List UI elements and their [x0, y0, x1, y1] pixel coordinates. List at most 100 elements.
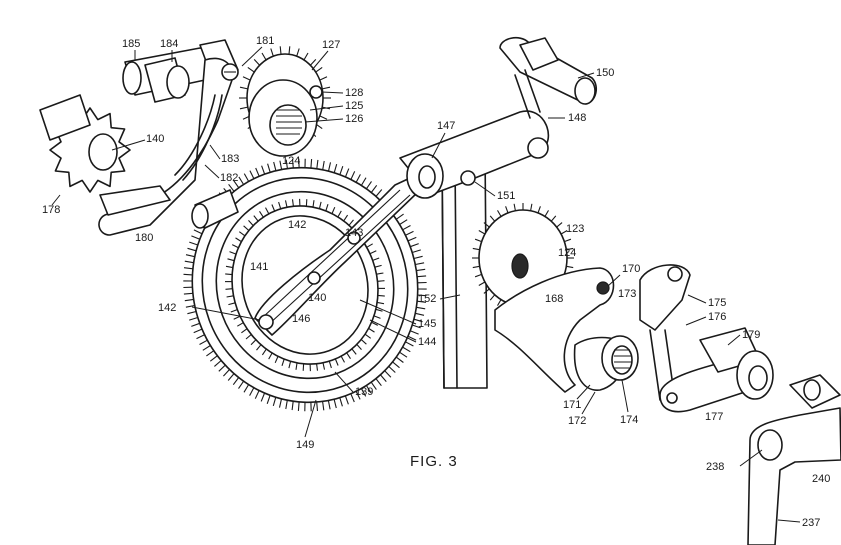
label-123: 123 — [566, 223, 584, 235]
gear-tooth — [235, 237, 242, 243]
gear-tooth — [319, 115, 328, 120]
label-238: 238 — [706, 461, 724, 473]
gear-tooth — [184, 298, 194, 302]
gear-tooth — [483, 288, 490, 294]
leader-lines — [51, 46, 801, 523]
gear-tooth — [202, 345, 211, 351]
label-149: 149 — [296, 439, 314, 451]
gear-tooth — [228, 183, 235, 192]
gear-tooth — [310, 159, 313, 169]
label-172: 172 — [568, 415, 586, 427]
gear-tooth — [413, 318, 423, 323]
gear-tooth — [316, 401, 319, 412]
label-140-top: 140 — [146, 133, 164, 145]
gear-tooth — [228, 302, 236, 306]
gear-tooth — [281, 358, 285, 366]
gear-tooth — [410, 243, 419, 248]
gear-tooth — [242, 76, 251, 81]
gear-tooth — [271, 204, 276, 212]
gear-tooth — [245, 334, 252, 340]
gear-tooth — [413, 255, 423, 260]
gear-tooth — [278, 398, 283, 408]
gear-tooth — [392, 361, 400, 369]
gear-tooth — [375, 308, 383, 312]
label-179: 179 — [742, 329, 760, 341]
label-173: 173 — [618, 288, 636, 300]
gear-tooth — [261, 52, 267, 61]
gear-tooth — [348, 219, 354, 226]
gear-tooth — [344, 395, 349, 405]
gear-tooth — [187, 310, 197, 315]
gear-tooth — [513, 203, 516, 211]
label-180: 180 — [135, 232, 153, 244]
reference-labels: 185 184 181 127 128 125 126 124 140 183 … — [42, 35, 830, 529]
gear-tooth — [191, 235, 201, 240]
gear-tooth — [250, 339, 257, 346]
gear-tooth — [237, 322, 244, 327]
gear-tooth — [339, 166, 344, 175]
gear-tooth — [249, 170, 255, 179]
gear-tooth — [376, 301, 385, 305]
gear-tooth — [416, 306, 426, 310]
gear-tooth — [478, 230, 486, 235]
gear-tooth — [278, 201, 282, 209]
gear-tooth — [273, 161, 277, 171]
gear-tooth — [331, 206, 336, 214]
figure-caption: FIG. 3 — [410, 453, 458, 470]
gear-stack-124-128 — [239, 46, 331, 157]
gear-tooth — [185, 254, 195, 258]
gear-tooth — [261, 348, 267, 356]
gear-tooth — [225, 265, 234, 269]
gear-tooth — [497, 299, 502, 306]
link-175-176 — [639, 264, 691, 401]
gear-tooth — [350, 171, 356, 180]
gear-tooth — [225, 288, 233, 290]
gear-tooth — [356, 344, 362, 350]
label-148: 148 — [568, 112, 586, 124]
gear-tooth — [376, 272, 384, 275]
gear-tooth — [407, 236, 417, 242]
gear-tooth — [247, 66, 255, 73]
gear-tooth — [256, 344, 262, 351]
gear-tooth — [229, 251, 237, 255]
gear-tooth — [265, 207, 270, 215]
gear-tooth — [183, 267, 193, 270]
gear-tooth — [544, 210, 549, 217]
gear-tooth — [371, 321, 379, 326]
gear-tooth — [497, 210, 502, 217]
label-124-right: 124 — [558, 247, 576, 259]
gear-tooth — [375, 189, 383, 197]
gear-tooth — [402, 225, 411, 231]
gear-tooth — [284, 200, 288, 208]
gear-tooth — [365, 385, 372, 394]
gear-tooth — [193, 229, 203, 235]
label-125: 125 — [345, 100, 363, 112]
gear-tooth — [226, 295, 234, 298]
gear-tooth — [333, 399, 337, 409]
gear-tooth — [259, 211, 264, 218]
gear-tooth — [241, 328, 248, 334]
label-184: 184 — [160, 38, 178, 50]
label-174: 174 — [620, 414, 638, 426]
gear-tooth — [472, 265, 480, 269]
label-150: 150 — [596, 67, 614, 79]
shaft-150 — [499, 36, 598, 119]
gear-tooth — [193, 328, 203, 334]
gear-tooth — [417, 300, 427, 303]
gear-tooth — [279, 160, 283, 170]
gear-tooth — [328, 361, 332, 369]
gear-tooth — [377, 294, 385, 297]
gear-tooth — [209, 355, 218, 362]
gear-tooth — [243, 384, 250, 393]
lever-180-183 — [98, 57, 239, 236]
gear-tooth — [472, 247, 480, 251]
gear-tooth — [412, 324, 421, 329]
gear-tooth — [243, 173, 250, 182]
gear-tooth — [232, 377, 240, 386]
gear-tooth — [238, 176, 245, 185]
gear-tooth — [417, 275, 427, 278]
gear-tooth — [368, 327, 375, 333]
label-128: 128 — [345, 87, 363, 99]
gear-tooth — [185, 304, 195, 308]
gear-tooth — [399, 219, 408, 225]
